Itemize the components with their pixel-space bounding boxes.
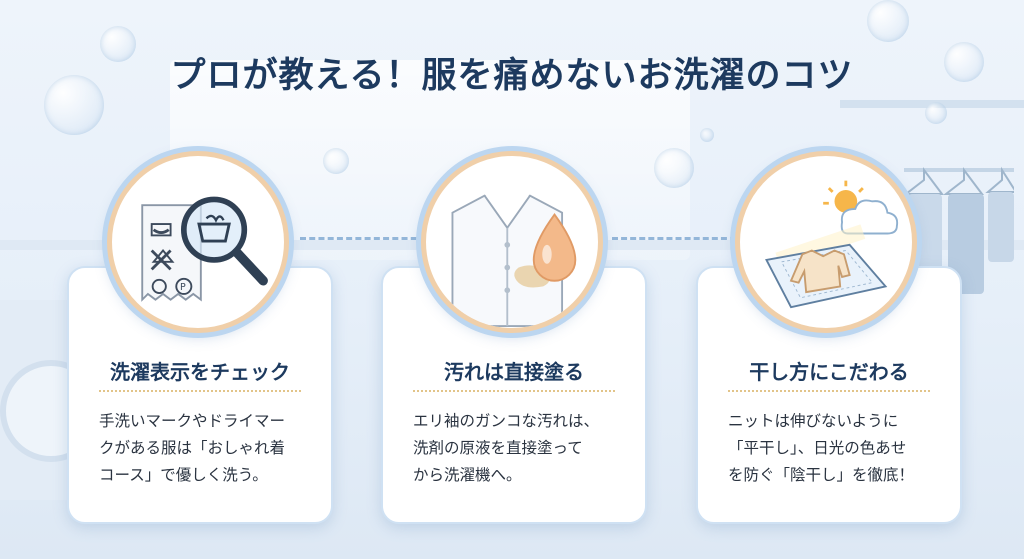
page-title: プロが教える！服を痛めないお洗濯のコツ: [170, 56, 854, 96]
background-hangers-icon: [904, 166, 1014, 294]
bubble: [700, 128, 714, 142]
bubble: [867, 0, 909, 42]
bubble: [323, 148, 349, 174]
svg-text:P: P: [180, 282, 186, 293]
card-text: ニットは伸びないように 「平干し」、日光の色あせ を防ぐ「陰干し」を徹底！: [728, 412, 915, 484]
card-text: エリ袖のガンコな汚れは、 洗剤の原液を直接塗って から洗濯機へ。: [413, 412, 600, 484]
bubble: [925, 102, 947, 124]
bubble: [100, 26, 136, 62]
card-title: 汚れは直接塗る: [444, 360, 584, 384]
divider: [728, 390, 930, 392]
divider: [99, 390, 301, 392]
bubble: [44, 75, 104, 135]
magnifier-care-label-icon: P: [107, 151, 289, 333]
card-title: 干し方にこだわる: [749, 360, 909, 384]
connector-line: [300, 237, 426, 240]
divider: [413, 390, 615, 392]
flat-dry-sweater-icon: [735, 151, 917, 333]
card-title: 洗濯表示をチェック: [110, 360, 290, 384]
card-text: 手洗いマークやドライマー クがある服は「おしゃれ着 コース」で優しく洗う。: [99, 412, 286, 484]
shirt-detergent-drop-icon: [421, 151, 603, 333]
connector-line: [612, 237, 736, 240]
bubble: [654, 148, 694, 188]
bubble: [944, 42, 984, 82]
